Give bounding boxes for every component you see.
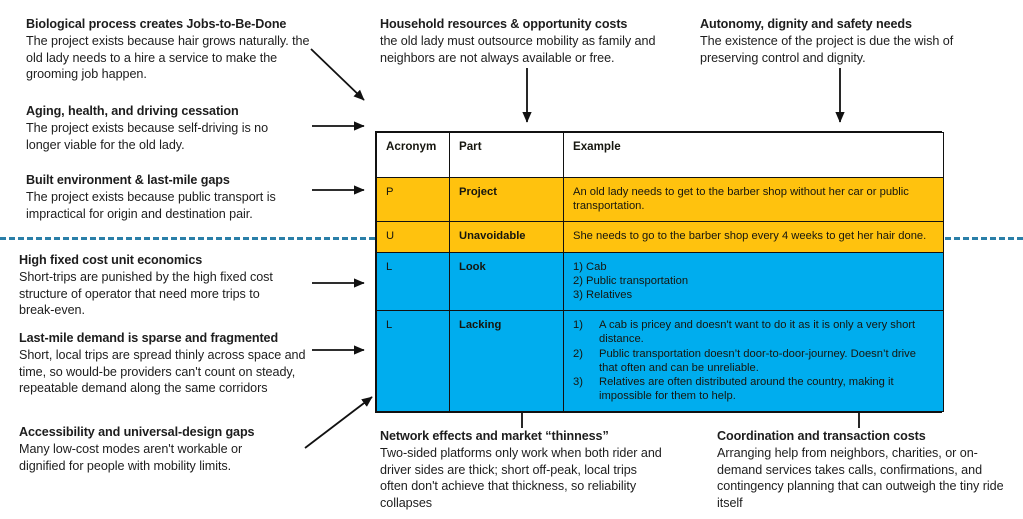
table-row: L Look 1) Cab 2) Public transportation 3… [376, 251, 944, 312]
arrow-accessibility-to-table [304, 396, 373, 449]
list-item-text: Relatives are often distributed around t… [599, 376, 894, 403]
cell-part: Project [449, 176, 564, 223]
note-aging-health: Aging, health, and driving cessation The… [26, 103, 296, 153]
list-item: 1) A cab is pricey and doesn't want to d… [573, 318, 934, 346]
cell-example: She needs to go to the barber shop every… [563, 221, 944, 253]
arrow-biological-to-table [310, 48, 365, 101]
note-title: Network effects and market “thinness” [380, 429, 609, 443]
table-body: P Project An old lady needs to get to th… [376, 176, 944, 413]
note-body: The project exists because public transp… [26, 190, 276, 221]
cell-part: Lacking [449, 310, 564, 413]
table-row: U Unavoidable She needs to go to the bar… [376, 221, 944, 253]
example-hanging-list: 1) A cab is pricey and doesn't want to d… [573, 318, 934, 403]
note-body: The existence of the project is due the … [700, 34, 954, 65]
note-body: Two-sided platforms only work when both … [380, 446, 662, 510]
note-title: Autonomy, dignity and safety needs [700, 17, 912, 31]
note-biological-process: Biological process creates Jobs-to-Be-Do… [26, 16, 318, 83]
note-body: the old lady must outsource mobility as … [380, 34, 656, 65]
note-body: The project exists because hair grows na… [26, 34, 310, 82]
list-item: 1) Cab [573, 260, 607, 273]
table-row: P Project An old lady needs to get to th… [376, 176, 944, 223]
note-title: High fixed cost unit economics [19, 253, 203, 267]
list-item-marker: 3) [573, 376, 583, 389]
list-item-marker: 2) [573, 347, 583, 360]
note-title: Last-mile demand is sparse and fragmente… [19, 331, 279, 345]
list-item-text: Public transportation doesn’t door-to-do… [599, 347, 916, 374]
cell-acronym: L [376, 251, 450, 312]
note-body: Short, local trips are spread thinly acr… [19, 348, 306, 396]
cell-example: An old lady needs to get to the barber s… [563, 176, 944, 223]
note-body: Arranging help from neighbors, charities… [717, 446, 1004, 510]
note-autonomy-dignity: Autonomy, dignity and safety needs The e… [700, 16, 990, 66]
note-title: Accessibility and universal-design gaps [19, 425, 255, 439]
note-high-fixed-cost: High fixed cost unit economics Short-tri… [19, 252, 297, 319]
list-item: 3) Relatives [573, 289, 633, 302]
note-household-resources: Household resources & opportunity costs … [380, 16, 670, 66]
cell-acronym: L [376, 310, 450, 413]
note-body: Short-trips are punished by the high fix… [19, 270, 273, 318]
note-coordination-costs: Coordination and transaction costs Arran… [717, 428, 1013, 511]
cell-acronym: U [376, 221, 450, 253]
pull-framework-table: Acronym Part Example P Project An old la… [375, 131, 944, 414]
cell-acronym: P [376, 176, 450, 223]
list-item: 3) Relatives are often distributed aroun… [573, 375, 934, 403]
column-header-example: Example [563, 132, 944, 178]
note-title: Household resources & opportunity costs [380, 17, 628, 31]
table-header-row: Acronym Part Example [376, 132, 944, 178]
cell-example: 1) Cab 2) Public transportation 3) Relat… [563, 251, 944, 312]
note-built-environment: Built environment & last-mile gaps The p… [26, 172, 302, 222]
cell-part: Unavoidable [449, 221, 564, 253]
note-title: Built environment & last-mile gaps [26, 173, 230, 187]
cell-example: 1) A cab is pricey and doesn't want to d… [563, 310, 944, 413]
column-header-acronym: Acronym [376, 132, 450, 178]
note-title: Biological process creates Jobs-to-Be-Do… [26, 17, 287, 31]
note-body: The project exists because self-driving … [26, 121, 269, 152]
note-body: Many low-cost modes aren't workable or d… [19, 442, 243, 473]
example-inline-list: 1) Cab 2) Public transportation 3) Relat… [573, 260, 934, 303]
list-item: 2) Public transportation doesn’t door-to… [573, 347, 934, 375]
note-accessibility: Accessibility and universal-design gaps … [19, 424, 287, 474]
note-last-mile-demand: Last-mile demand is sparse and fragmente… [19, 330, 307, 397]
list-item-marker: 1) [573, 319, 583, 332]
cell-part: Look [449, 251, 564, 312]
list-item: 2) Public transportation [573, 274, 689, 287]
note-network-effects: Network effects and market “thinness” Tw… [380, 428, 668, 511]
table-row: L Lacking 1) A cab is pricey and doesn't… [376, 310, 944, 413]
note-title: Aging, health, and driving cessation [26, 104, 239, 118]
note-title: Coordination and transaction costs [717, 429, 926, 443]
list-item-text: A cab is pricey and doesn't want to do i… [599, 319, 916, 346]
column-header-part: Part [449, 132, 564, 178]
